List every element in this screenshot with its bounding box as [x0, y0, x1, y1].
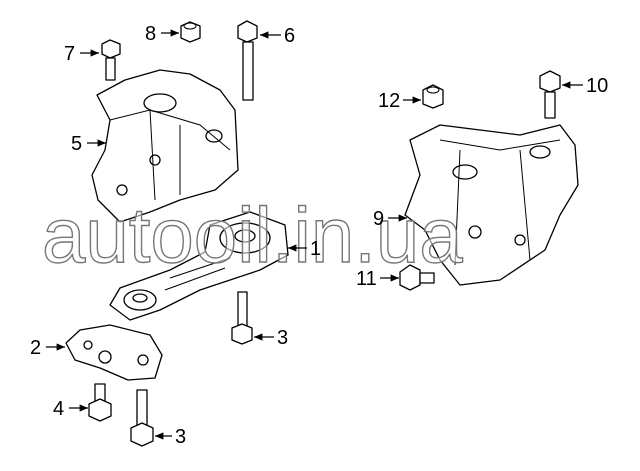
callout-3-upper: 3 — [253, 327, 288, 349]
part-7-bolt — [101, 39, 121, 81]
part-3-bolt-upper — [231, 291, 253, 345]
callout-3-lower: 3 — [155, 426, 186, 448]
part-3-bolt-lower — [130, 389, 154, 447]
callout-8: 8 — [145, 23, 179, 45]
callout-7: 7 — [64, 43, 99, 65]
callout-6: 6 — [260, 25, 295, 47]
callout-10: 10 — [562, 75, 608, 97]
svg-text:7: 7 — [64, 43, 75, 65]
svg-text:1: 1 — [310, 238, 321, 260]
part-6-bolt — [237, 20, 258, 101]
part-1-torque-rod — [109, 211, 289, 321]
callout-12: 12 — [378, 90, 421, 112]
svg-text:8: 8 — [145, 23, 156, 45]
callout-4: 4 — [53, 398, 88, 420]
svg-text:4: 4 — [53, 398, 64, 420]
callout-1: 1 — [288, 238, 321, 260]
svg-text:10: 10 — [586, 75, 608, 97]
part-2-plate — [65, 324, 163, 381]
svg-text:5: 5 — [71, 133, 82, 155]
callout-2: 2 — [30, 337, 65, 359]
svg-text:9: 9 — [373, 208, 384, 230]
svg-text:3: 3 — [277, 327, 288, 349]
svg-text:3: 3 — [175, 426, 186, 448]
watermark-text: autooil.in.ua — [42, 191, 463, 279]
part-9-mount — [404, 124, 579, 286]
part-12-nut — [422, 84, 444, 109]
part-5-bracket — [91, 69, 239, 223]
part-4-bolt — [88, 383, 112, 422]
part-8-nut — [180, 21, 201, 43]
callout-5: 5 — [71, 133, 106, 155]
svg-text:6: 6 — [284, 25, 295, 47]
part-11-stud — [399, 264, 435, 291]
part-10-bolt — [539, 70, 561, 119]
svg-text:12: 12 — [378, 90, 400, 112]
svg-text:2: 2 — [30, 337, 41, 359]
svg-text:11: 11 — [356, 268, 377, 290]
callout-9: 9 — [373, 208, 407, 230]
callout-11: 11 — [356, 268, 399, 290]
